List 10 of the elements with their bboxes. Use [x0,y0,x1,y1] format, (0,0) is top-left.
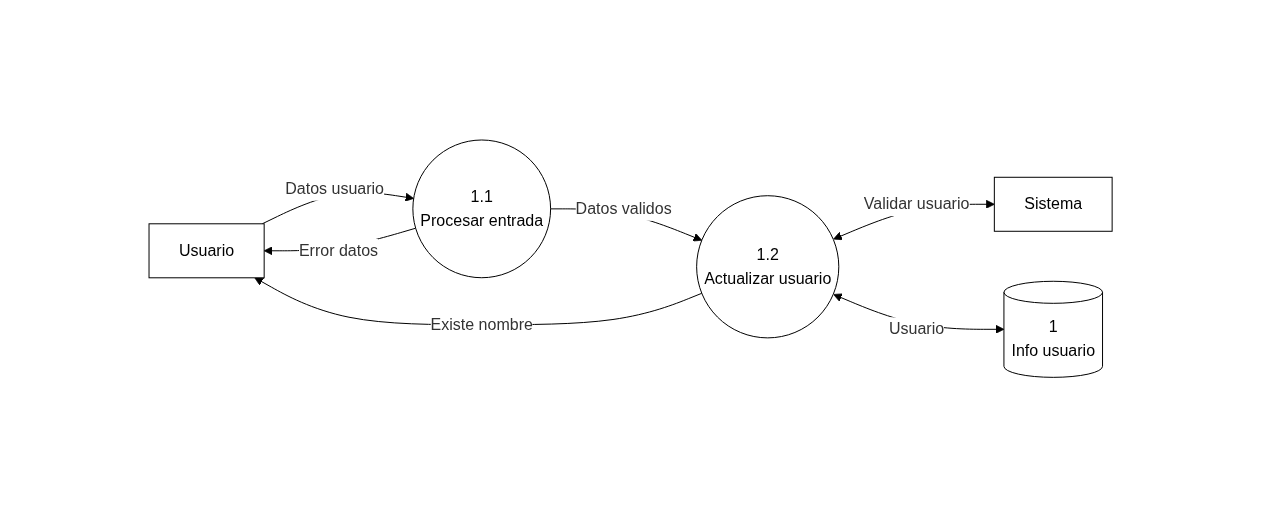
edge-label: Existe nombre [431,315,534,333]
edge-label: Error datos [299,241,379,259]
edge-label: Validar usuario [864,195,970,213]
node-box: Sistema [994,176,1114,232]
node-circle: 1.2 Actualizar usuario [696,195,840,339]
edge-label: Usuario [889,320,945,338]
node-box: Usuario [148,223,266,279]
node-circle: 1.1 Procesar entrada [412,139,552,279]
edge-label: Datos validos [576,199,673,217]
edge-label: Datos usuario [285,179,385,197]
